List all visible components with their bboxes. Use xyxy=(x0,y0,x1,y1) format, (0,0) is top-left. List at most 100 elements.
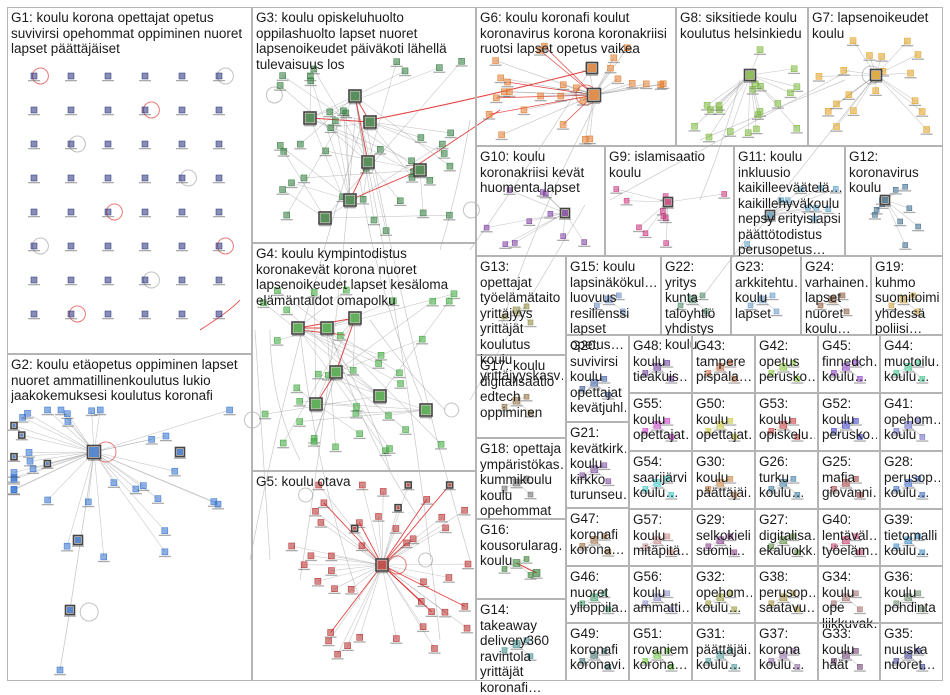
node-464[interactable] xyxy=(328,629,334,635)
node-891[interactable] xyxy=(643,486,648,491)
node-785[interactable] xyxy=(513,641,520,648)
node-84[interactable] xyxy=(31,311,37,317)
node-719[interactable] xyxy=(605,296,612,303)
node-1005[interactable] xyxy=(791,591,796,596)
node-445[interactable] xyxy=(442,609,448,615)
node-198[interactable] xyxy=(280,187,286,193)
node-122[interactable] xyxy=(155,496,161,502)
node-979[interactable] xyxy=(580,601,585,606)
node-637[interactable] xyxy=(512,240,517,245)
node-303[interactable] xyxy=(343,287,349,293)
node-317[interactable] xyxy=(376,361,382,367)
node-481[interactable] xyxy=(558,93,564,99)
node-575[interactable] xyxy=(753,126,759,132)
node-200[interactable] xyxy=(402,68,408,74)
node-137[interactable] xyxy=(162,528,168,534)
node-835[interactable] xyxy=(831,370,836,375)
node-783[interactable] xyxy=(533,570,540,577)
node-713[interactable] xyxy=(502,314,507,319)
node-160[interactable] xyxy=(163,433,169,439)
node-793[interactable] xyxy=(591,379,598,386)
node-397[interactable] xyxy=(375,513,381,519)
node-410[interactable] xyxy=(318,519,324,525)
node-985[interactable] xyxy=(654,594,661,601)
node-130[interactable] xyxy=(162,549,168,555)
node-665[interactable] xyxy=(785,198,790,203)
node-921[interactable] xyxy=(905,479,912,486)
node-1031[interactable] xyxy=(606,664,611,669)
node-387[interactable] xyxy=(420,579,426,585)
node-349[interactable] xyxy=(386,446,392,452)
node-62[interactable] xyxy=(68,243,74,249)
node-1045[interactable] xyxy=(728,648,733,653)
node-789[interactable] xyxy=(524,638,529,643)
node-120[interactable] xyxy=(227,407,233,413)
node-642[interactable] xyxy=(660,208,665,213)
node-1043[interactable] xyxy=(706,658,711,663)
node-588[interactable] xyxy=(908,70,914,76)
node-1047[interactable] xyxy=(732,664,737,669)
node-30[interactable] xyxy=(142,141,148,147)
node-919[interactable] xyxy=(857,492,862,497)
node-763[interactable] xyxy=(524,394,529,399)
node-58[interactable] xyxy=(216,209,222,215)
node-727[interactable] xyxy=(689,296,696,303)
node-759[interactable] xyxy=(513,397,520,404)
node-897[interactable] xyxy=(717,479,724,486)
node-696[interactable] xyxy=(903,184,908,189)
node-240[interactable] xyxy=(281,148,287,154)
node-899[interactable] xyxy=(706,486,711,491)
node-995[interactable] xyxy=(706,601,711,606)
node-773[interactable] xyxy=(528,492,533,497)
node-652[interactable] xyxy=(664,241,669,246)
node-483[interactable] xyxy=(580,97,586,103)
node-779[interactable] xyxy=(524,557,529,562)
node-600[interactable] xyxy=(850,38,856,44)
node-777[interactable] xyxy=(502,567,507,572)
node-1033[interactable] xyxy=(654,651,661,658)
node-821[interactable] xyxy=(728,360,733,365)
node-72[interactable] xyxy=(31,277,37,283)
node-625[interactable] xyxy=(561,234,566,239)
node-751[interactable] xyxy=(900,296,907,303)
node-555[interactable] xyxy=(794,125,800,131)
node-301[interactable] xyxy=(438,441,444,447)
node-973[interactable] xyxy=(916,534,921,539)
node-596[interactable] xyxy=(846,92,852,98)
node-594[interactable] xyxy=(873,88,879,94)
node-767[interactable] xyxy=(513,479,520,486)
node-343[interactable] xyxy=(274,288,280,294)
node-947[interactable] xyxy=(706,544,711,549)
node-466[interactable] xyxy=(289,543,295,549)
node-675[interactable] xyxy=(745,242,750,247)
node-325[interactable] xyxy=(260,300,266,306)
node-813[interactable] xyxy=(665,360,670,365)
node-521[interactable] xyxy=(643,81,649,87)
node-70[interactable] xyxy=(216,243,222,249)
node-815[interactable] xyxy=(669,376,674,381)
node-1059[interactable] xyxy=(831,658,836,663)
node-208[interactable] xyxy=(277,142,283,148)
node-621[interactable] xyxy=(503,242,508,247)
node-997[interactable] xyxy=(728,591,733,596)
node-993[interactable] xyxy=(717,594,724,601)
node-931[interactable] xyxy=(580,543,585,548)
node-529[interactable] xyxy=(629,80,635,86)
node-355[interactable] xyxy=(297,419,303,425)
node-389[interactable] xyxy=(462,507,468,513)
node-723[interactable] xyxy=(616,293,621,298)
node-586[interactable] xyxy=(912,98,918,104)
node-943[interactable] xyxy=(669,550,674,555)
node-192[interactable] xyxy=(311,66,317,72)
node-12[interactable] xyxy=(31,107,37,113)
node-733[interactable] xyxy=(704,309,709,314)
node-299[interactable] xyxy=(315,371,321,377)
node-431[interactable] xyxy=(443,525,449,531)
node-107[interactable] xyxy=(64,543,70,549)
node-1021[interactable] xyxy=(916,591,921,596)
node-571[interactable] xyxy=(755,112,761,118)
node-1025[interactable] xyxy=(591,651,598,658)
node-791[interactable] xyxy=(528,654,533,659)
node-141[interactable] xyxy=(215,501,221,507)
node-829[interactable] xyxy=(791,360,796,365)
